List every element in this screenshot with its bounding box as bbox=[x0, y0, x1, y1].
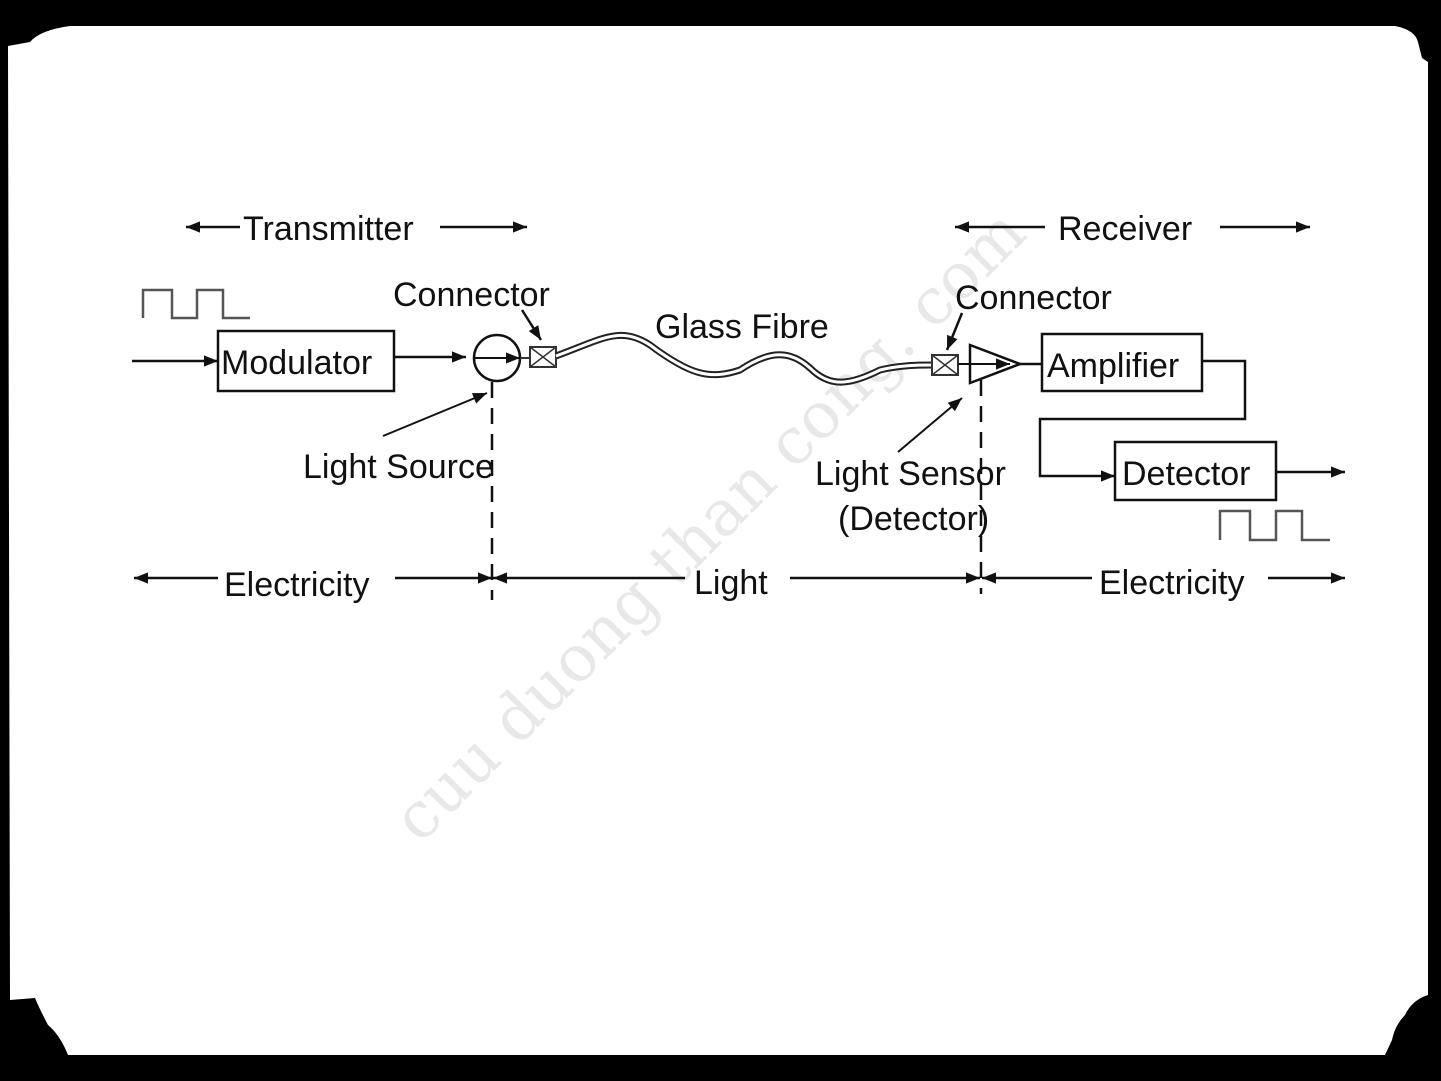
rx-connector-pointer bbox=[945, 312, 964, 351]
domain-light: Light bbox=[493, 564, 980, 602]
light-source-icon bbox=[472, 333, 522, 383]
glass-fibre-cable bbox=[554, 331, 933, 386]
rx-connector-label: Connector bbox=[955, 279, 1112, 317]
input-signal-waveform-icon bbox=[141, 288, 250, 320]
modulator-block: Modulator bbox=[216, 329, 396, 393]
light-label: Light bbox=[694, 564, 768, 602]
light-sensor-icon bbox=[958, 343, 1024, 385]
transmitter-label: Transmitter bbox=[243, 210, 414, 248]
receiver-label: Receiver bbox=[1058, 210, 1192, 248]
amplifier-label: Amplifier bbox=[1047, 347, 1179, 385]
output-signal-waveform-icon bbox=[1218, 509, 1330, 542]
receiver-span: Receiver bbox=[955, 210, 1310, 248]
domain-electricity-left: Electricity bbox=[134, 566, 492, 604]
rx-connector-icon bbox=[931, 354, 959, 376]
modulator-label: Modulator bbox=[221, 344, 372, 382]
light-source-pointer bbox=[382, 392, 488, 437]
detector-block: Detector bbox=[1113, 440, 1278, 502]
domain-electricity-right: Electricity bbox=[982, 564, 1345, 602]
page-background bbox=[8, 26, 1428, 1055]
tx-connector-pointer bbox=[520, 309, 543, 341]
tx-connector-icon bbox=[520, 346, 557, 368]
transmitter-span: Transmitter bbox=[186, 210, 527, 248]
electricity-left-label: Electricity bbox=[224, 566, 369, 604]
electricity-right-label: Electricity bbox=[1099, 564, 1244, 602]
light-sensor-label: Light Sensor bbox=[815, 455, 1006, 493]
glass-fibre-label: Glass Fibre bbox=[655, 308, 829, 346]
light-source-label: Light Source bbox=[303, 448, 494, 486]
light-sensor-sublabel: (Detector) bbox=[838, 500, 989, 538]
light-sensor-pointer bbox=[897, 397, 963, 453]
amplifier-to-detector-wire bbox=[1038, 359, 1247, 482]
detector-label: Detector bbox=[1122, 455, 1251, 493]
tx-connector-label: Connector bbox=[393, 276, 550, 314]
amplifier-block: Amplifier bbox=[1040, 332, 1204, 393]
